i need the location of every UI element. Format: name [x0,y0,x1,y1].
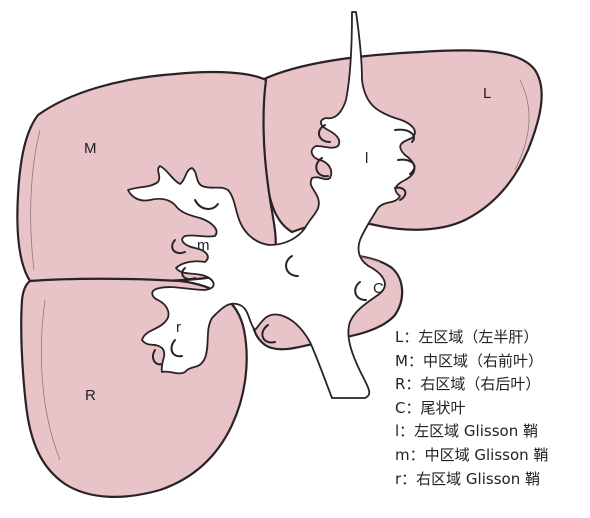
label-M: M [84,140,97,157]
legend-item-R: R：右区域（右后叶） [395,373,548,397]
label-R: R [85,387,96,404]
label-l: l [365,150,368,167]
legend-item-l: l：左区域 Glisson 鞘 [395,420,548,444]
label-r: r [176,319,181,336]
legend-item-C: C：尾状叶 [395,397,548,421]
legend-item-m: m：中区域 Glisson 鞘 [395,444,548,468]
label-L: L [483,85,491,102]
label-C: C [373,280,384,297]
legend-item-L: L：左区域（左半肝） [395,326,548,350]
legend-item-M: M：中区域（右前叶） [395,350,548,374]
legend-item-r: r：右区域 Glisson 鞘 [395,468,548,492]
label-m: m [197,237,210,254]
legend: L：左区域（左半肝） M：中区域（右前叶） R：右区域（右后叶） C：尾状叶 l… [395,326,548,491]
